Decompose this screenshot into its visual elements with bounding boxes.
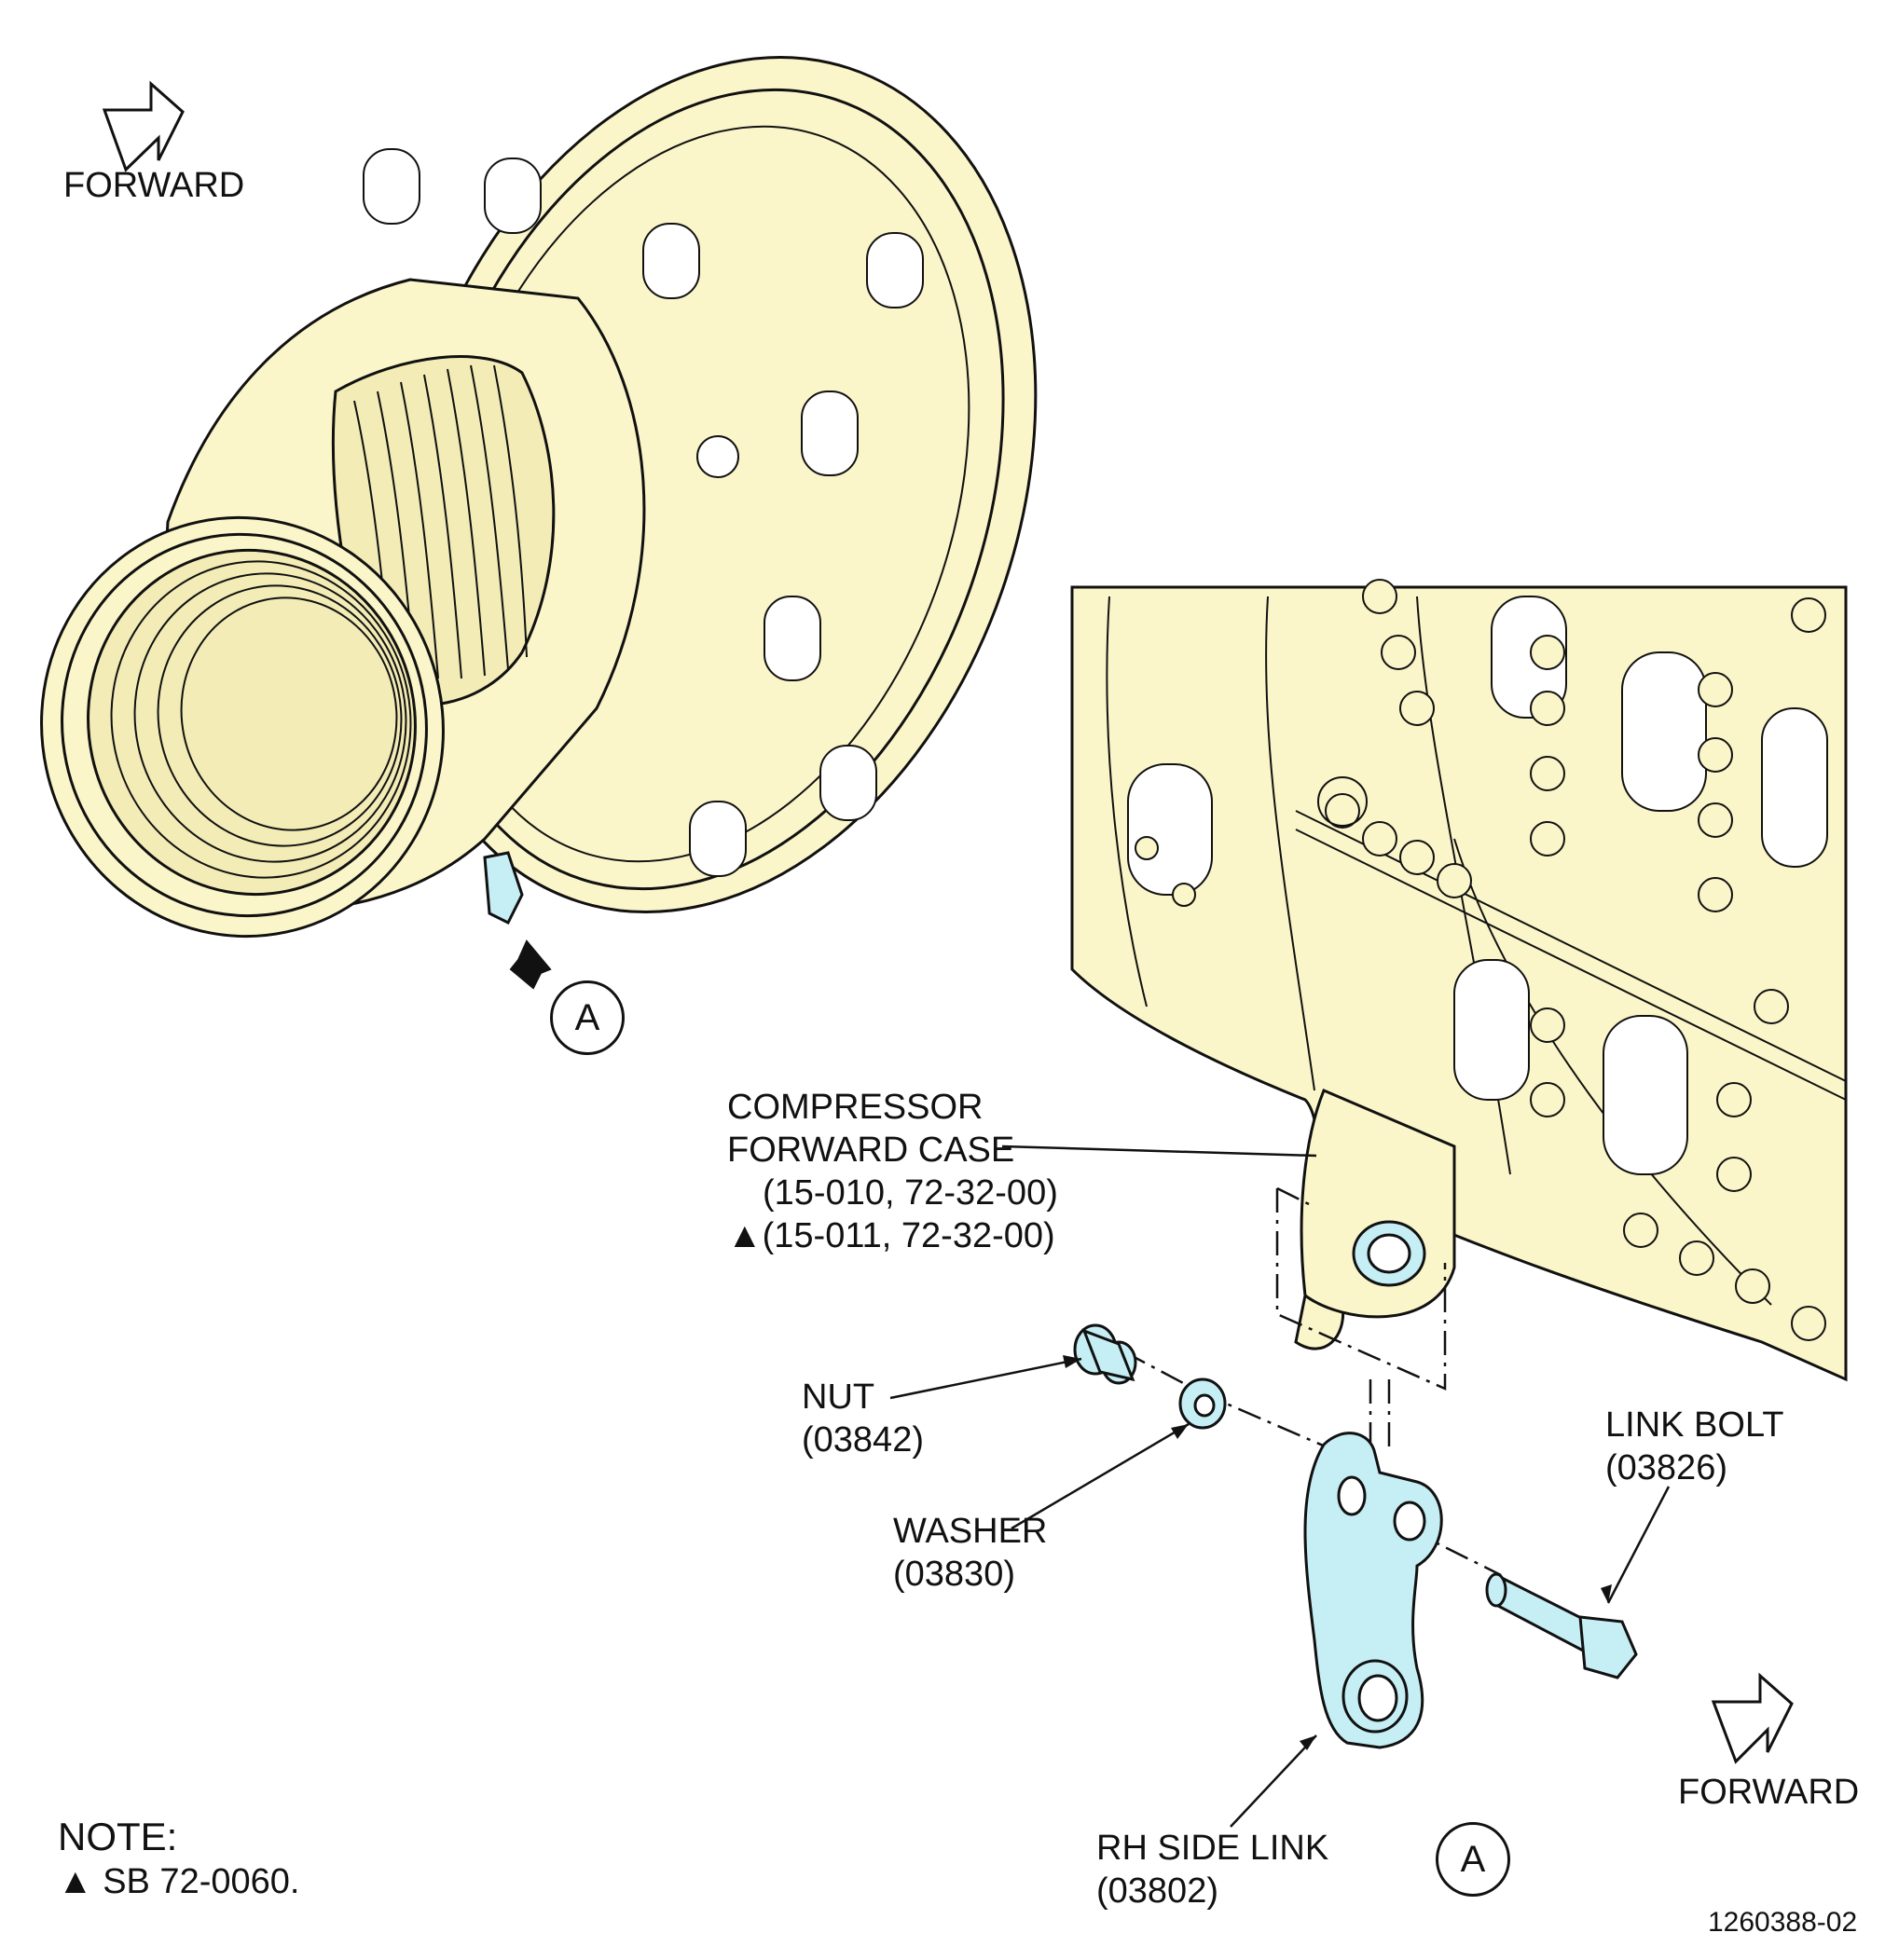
side-link-part bbox=[1303, 1432, 1443, 1749]
compressor-case-line3: (15-010, 72-32-00) bbox=[763, 1173, 1058, 1213]
compressor-case-line4: ▲(15-011, 72-32-00) bbox=[727, 1214, 1055, 1257]
compressor-case-line4-text: (15-011, 72-32-00) bbox=[762, 1216, 1055, 1255]
forward-arrow-icon-top bbox=[102, 80, 185, 172]
link-bolt-code: (03826) bbox=[1605, 1448, 1727, 1487]
side-link-name: RH SIDE LINK bbox=[1096, 1829, 1329, 1868]
nut-part bbox=[1073, 1323, 1137, 1385]
engine-overview bbox=[40, 56, 1038, 939]
link-bolt-name: LINK BOLT bbox=[1605, 1405, 1784, 1445]
note-line: ▲ SB 72-0060. bbox=[58, 1860, 299, 1903]
nut-code: (03842) bbox=[802, 1420, 924, 1460]
leader-arrowheads bbox=[1063, 1355, 1612, 1750]
washer-code: (03830) bbox=[893, 1555, 1015, 1594]
nut-name: NUT bbox=[802, 1377, 875, 1417]
side-link-code: (03802) bbox=[1096, 1871, 1218, 1911]
figure-id: 1260388-02 bbox=[1708, 1907, 1858, 1938]
washer-part bbox=[1178, 1377, 1227, 1430]
forward-label-top: FORWARD bbox=[63, 166, 245, 205]
compressor-case-detail bbox=[1070, 579, 1848, 1382]
link-bolt-part bbox=[1485, 1572, 1638, 1679]
view-ref-main: A bbox=[550, 980, 625, 1055]
triangle-marker-icon: ▲ bbox=[727, 1216, 763, 1255]
washer-name: WASHER bbox=[893, 1512, 1048, 1551]
note-text: SB 72-0060. bbox=[103, 1862, 300, 1901]
forward-arrow-icon-bottom bbox=[1711, 1672, 1794, 1764]
compressor-case-line2: FORWARD CASE bbox=[727, 1131, 1015, 1170]
forward-label-bottom: FORWARD bbox=[1678, 1773, 1860, 1812]
view-pointer-icon bbox=[509, 939, 552, 990]
leader-lines bbox=[889, 1144, 1671, 1828]
note-heading: NOTE: bbox=[58, 1815, 178, 1858]
note-triangle-icon: ▲ bbox=[58, 1862, 93, 1901]
compressor-case-line1: COMPRESSOR bbox=[727, 1088, 984, 1127]
view-ref-detail: A bbox=[1436, 1822, 1510, 1897]
